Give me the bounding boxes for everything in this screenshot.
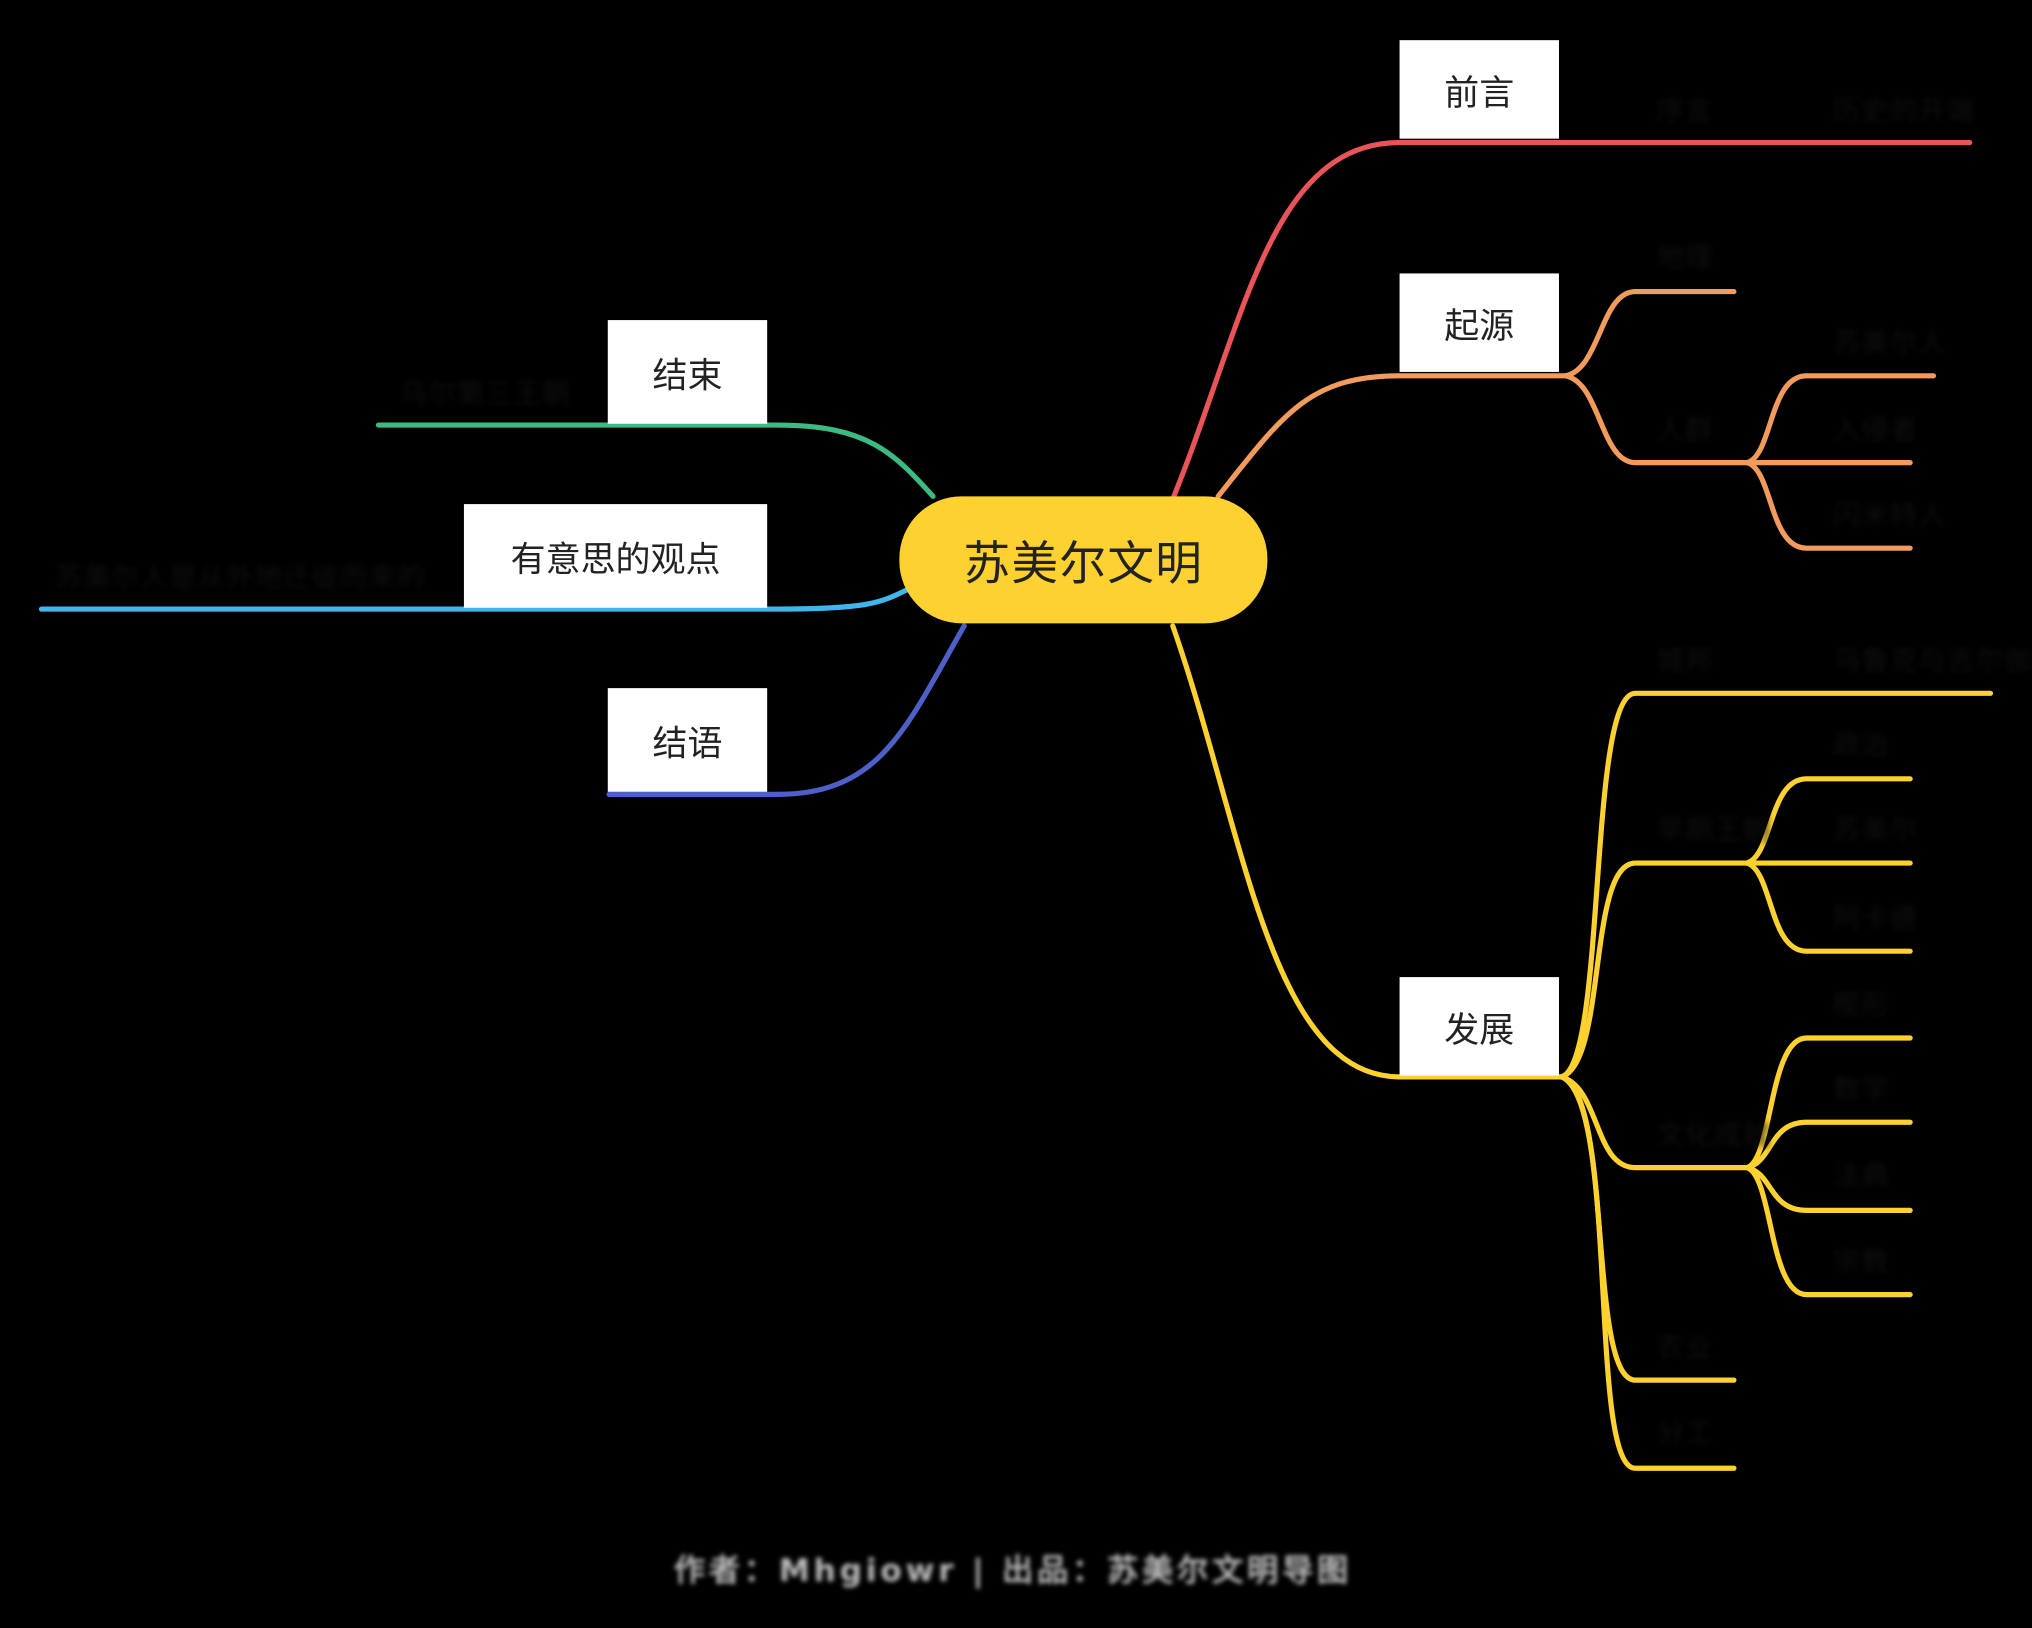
footer-credit: 作者：Mhgiowr | 出品：苏美尔文明导图: [673, 1552, 1353, 1589]
connector-people-1: [1744, 373, 1937, 466]
leaf-culture-law[interactable]: 法典: [1832, 1161, 1890, 1194]
topic-views[interactable]: 有意思的观点: [463, 504, 768, 608]
leaf-people-semites[interactable]: 闪米特人: [1832, 500, 1947, 533]
leaf-people-invaders[interactable]: 入侵者: [1832, 414, 1918, 448]
leaf-dev-politics[interactable]: 政治: [1832, 729, 1890, 762]
leaf-dev-akkad[interactable]: 阿卡德: [1832, 903, 1918, 936]
leaf-culture-religion[interactable]: 宗教: [1832, 1246, 1890, 1280]
leaf-culture-cuneiform[interactable]: 楔形: [1832, 990, 1890, 1023]
connector-preface: [1170, 139, 1973, 502]
leaf-dev-culture[interactable]: 文化成就: [1656, 1119, 1771, 1153]
topic-origin[interactable]: 起源: [1399, 273, 1559, 372]
connector-development: [1170, 623, 1565, 1080]
leaf-dev-agriculture[interactable]: 农业: [1656, 1332, 1714, 1365]
leaf-dev-early-dynasty[interactable]: 早期王朝: [1656, 815, 1771, 848]
topic-end[interactable]: 结束: [607, 320, 768, 424]
connector-conclusion: [606, 623, 967, 797]
connector-origin-people: [1562, 373, 1750, 466]
connector-views: [38, 587, 910, 612]
leaf-preface-intro[interactable]: 序言: [1656, 95, 1714, 129]
leaf-dev-city[interactable]: 城邦: [1656, 645, 1714, 678]
topic-conclusion[interactable]: 结语: [607, 688, 768, 792]
connector-origin-geo: [1562, 288, 1737, 379]
leaf-dev-uruk[interactable]: 乌鲁克与吉尔伽美什: [1832, 645, 2032, 678]
connector-origin: [1215, 373, 1569, 499]
topic-development[interactable]: 发展: [1399, 977, 1559, 1076]
central-topic[interactable]: 苏美尔文明: [899, 496, 1268, 624]
topic-preface[interactable]: 前言: [1399, 40, 1559, 139]
connector-people-3: [1744, 460, 1913, 551]
leaf-origin-people[interactable]: 人群: [1656, 414, 1714, 448]
leaf-end-ur3[interactable]: 乌尔第三王朝: [399, 378, 571, 411]
leaf-origin-geography[interactable]: 地理: [1656, 242, 1714, 275]
leaf-preface-beginning[interactable]: 历史的开端: [1832, 95, 1975, 129]
connector-end: [375, 422, 936, 499]
leaf-culture-math[interactable]: 数学: [1832, 1074, 1890, 1107]
leaf-dev-sumer[interactable]: 苏美尔: [1832, 815, 1918, 848]
leaf-dev-division[interactable]: 分工: [1656, 1417, 1714, 1451]
leaf-views-migration[interactable]: 苏美尔人是从外地迁徙而来的: [54, 562, 426, 595]
leaf-people-sumerians[interactable]: 苏美尔人: [1832, 327, 1947, 361]
